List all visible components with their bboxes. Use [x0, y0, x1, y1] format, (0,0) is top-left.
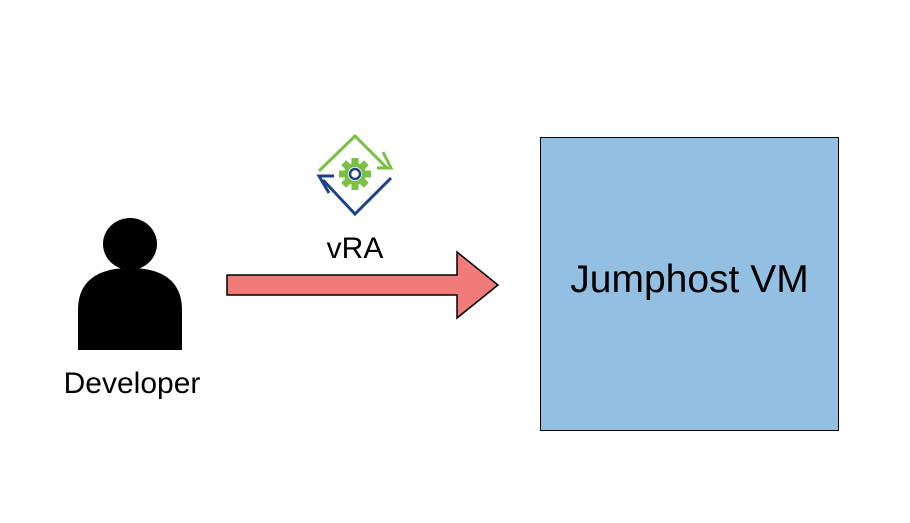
- developer-label: Developer: [63, 367, 201, 400]
- vra-gear-cycle-icon: [312, 128, 398, 218]
- right-arrow-icon: [222, 248, 504, 322]
- person-icon: [74, 218, 186, 350]
- jumphost-vm-label: Jumphost VM: [570, 258, 809, 301]
- jumphost-vm-box: Jumphost VM: [540, 137, 839, 431]
- vra-label: vRA: [326, 232, 384, 265]
